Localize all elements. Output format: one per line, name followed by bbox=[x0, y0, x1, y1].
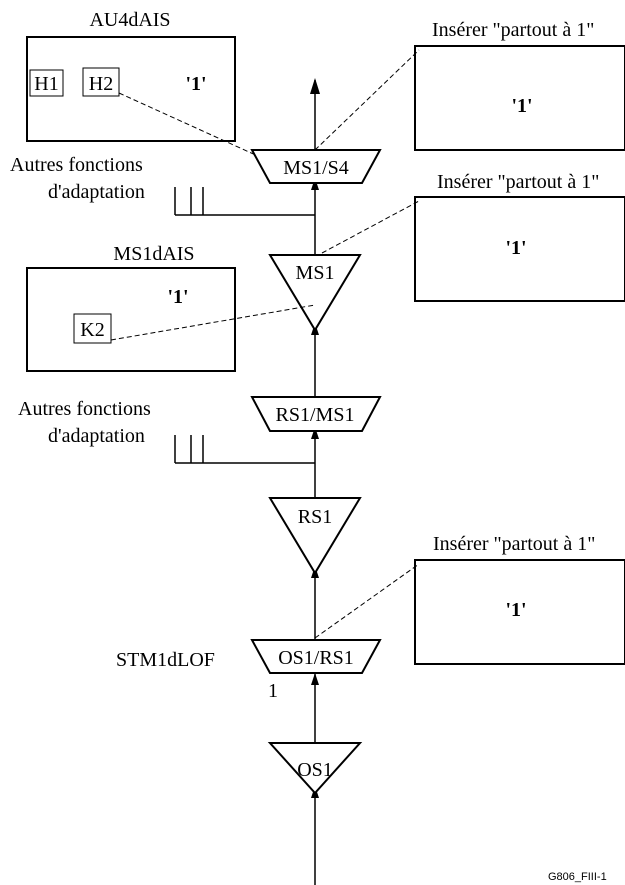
au4dais-group: AU4dAIS H1 H2 '1' bbox=[26, 9, 236, 142]
insert-value-3: '1' bbox=[505, 599, 526, 621]
other-functions-2-line2: d'adaptation bbox=[48, 425, 145, 447]
ms1-function: MS1 bbox=[268, 254, 362, 332]
os1-shape bbox=[267, 742, 363, 795]
os1-rs1-label: OS1/RS1 bbox=[278, 647, 354, 669]
insert-title-1: Insérer "partout à 1" bbox=[432, 19, 594, 41]
os1-function: OS1 bbox=[267, 742, 363, 795]
au4dais-box bbox=[26, 36, 236, 142]
k2-label: K2 bbox=[80, 319, 104, 341]
other-functions-1-line1: Autres fonctions bbox=[10, 154, 143, 176]
insert-group-2: Insérer "partout à 1" '1' bbox=[414, 171, 625, 302]
k2-box bbox=[73, 313, 112, 344]
insert-group-1: Insérer "partout à 1" '1' bbox=[414, 19, 625, 151]
arrowhead-os1rs1 bbox=[311, 673, 319, 685]
arrowhead-rs1ms1 bbox=[311, 427, 319, 439]
insert-title-2: Insérer "partout à 1" bbox=[437, 171, 599, 193]
rs1-shape bbox=[268, 497, 362, 575]
insert-dashed-link-1 bbox=[314, 49, 420, 151]
ms1dais-value: '1' bbox=[167, 286, 188, 308]
other-functions-2: Autres fonctions d'adaptation bbox=[18, 398, 315, 464]
rs1-label: RS1 bbox=[298, 506, 332, 528]
stm1dlof-index: 1 bbox=[268, 680, 278, 702]
stm1dlof-label: STM1dLOF bbox=[116, 649, 215, 671]
k2-dashed-link bbox=[110, 304, 316, 341]
insert-title-3: Insérer "partout à 1" bbox=[433, 533, 595, 555]
ms1-shape bbox=[268, 254, 362, 332]
insert-box-2 bbox=[414, 196, 625, 302]
insert-value-1: '1' bbox=[511, 95, 532, 117]
ms1-s4-function: MS1/S4 bbox=[250, 149, 382, 184]
os1-label: OS1 bbox=[297, 759, 333, 781]
rs1-ms1-label: RS1/MS1 bbox=[276, 404, 355, 426]
os1-rs1-function: OS1/RS1 bbox=[250, 639, 382, 674]
figure-id: G806_FIII-1 bbox=[548, 871, 607, 883]
rs1-ms1-shape bbox=[250, 396, 382, 432]
insert-box-1 bbox=[414, 45, 625, 151]
ms1-s4-shape bbox=[250, 149, 382, 184]
insert-dashed-link-3 bbox=[314, 563, 420, 639]
rs1-function: RS1 bbox=[268, 497, 362, 575]
insert-value-2: '1' bbox=[505, 237, 526, 259]
ms1-label: MS1 bbox=[296, 262, 335, 284]
h2-label: H2 bbox=[89, 73, 113, 95]
h2-box bbox=[82, 67, 120, 97]
other-functions-1-line2: d'adaptation bbox=[48, 181, 145, 203]
ms1dais-box bbox=[26, 267, 236, 372]
top-arrowhead bbox=[310, 78, 320, 94]
rs1-ms1-function: RS1/MS1 bbox=[250, 396, 382, 432]
insert-dashed-link-2 bbox=[321, 200, 420, 254]
os1-rs1-shape bbox=[250, 639, 382, 674]
au4dais-title: AU4dAIS bbox=[89, 9, 170, 31]
insert-box-3 bbox=[414, 559, 625, 665]
h1-label: H1 bbox=[34, 73, 58, 95]
ms1dais-title: MS1dAIS bbox=[113, 243, 194, 265]
ms1-s4-label: MS1/S4 bbox=[283, 157, 349, 179]
other-functions-2-line1: Autres fonctions bbox=[18, 398, 151, 420]
other-functions-1: Autres fonctions d'adaptation bbox=[10, 154, 315, 216]
ms1dais-group: MS1dAIS '1' K2 bbox=[26, 243, 236, 372]
insert-group-3: Insérer "partout à 1" '1' bbox=[414, 533, 625, 665]
h2-dashed-link bbox=[118, 92, 261, 158]
au4dais-value: '1' bbox=[185, 73, 206, 95]
h1-box bbox=[29, 69, 64, 97]
